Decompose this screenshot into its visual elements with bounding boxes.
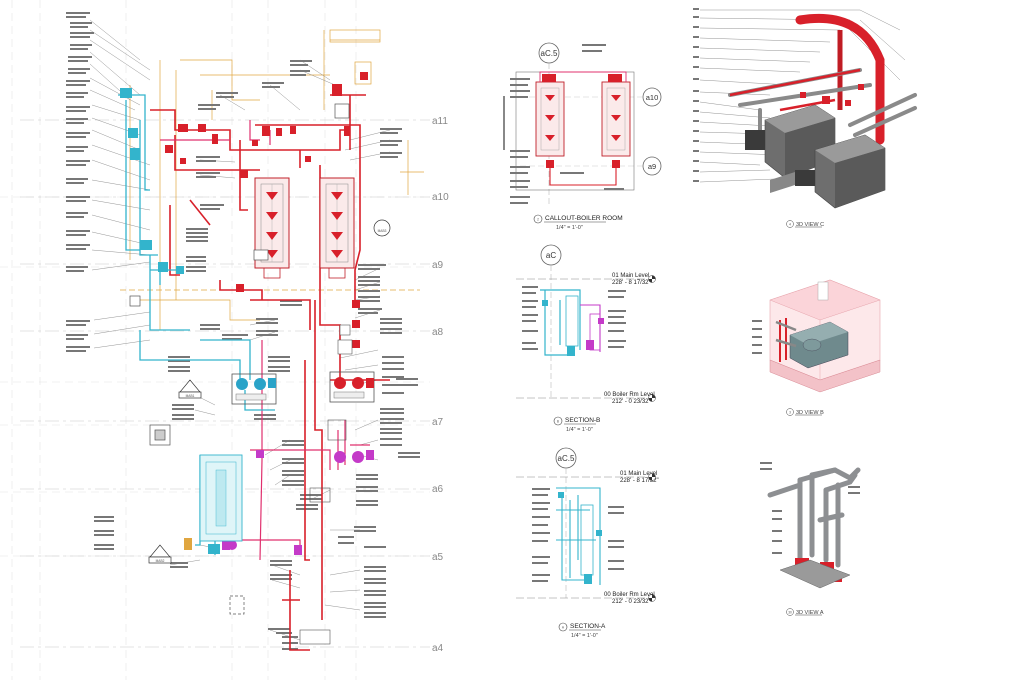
main-piping-plan: MAB1 MAB2 MAB3: [66, 12, 424, 651]
view-b-number: 3: [789, 411, 791, 415]
grid-bubble-a8: a8: [432, 327, 444, 338]
grid-bubble-a7: a7: [432, 417, 444, 428]
section-b-title: SECTION-B: [565, 417, 600, 424]
boiler-2: [319, 177, 355, 279]
grid-bubble-a10: a10: [432, 192, 449, 203]
view-c-number: 4: [789, 223, 791, 227]
orange-dimension-lines: [120, 29, 424, 330]
3d-view-b: 3 3D VIEW B: [752, 279, 881, 416]
annotation-text-blocks: [66, 12, 420, 650]
boiler-1: [254, 177, 290, 279]
red-valves: [165, 72, 368, 348]
section-b: aC 01 Main Level 228' - 8 17/32" 00 Boil…: [516, 244, 656, 433]
view-b-title: 3D VIEW B: [796, 410, 824, 416]
grid-bubble-a11: a11: [432, 116, 448, 127]
section-b-bubble: aC: [546, 251, 556, 260]
section-b-level-bottom-elev: 212' - 0 23/32": [612, 399, 651, 405]
magenta-pump-assembly: [222, 419, 374, 645]
section-b-level-top-name: 01 Main Level: [612, 273, 649, 279]
gray-equipment: [129, 103, 350, 615]
section-a-level-bottom-elev: 212' - 0 23/32": [612, 599, 651, 605]
callout-bubble-a9: a9: [648, 162, 656, 171]
grid-bubble-a4: a4: [432, 643, 444, 654]
view-c-title: 3D VIEW C: [796, 222, 824, 228]
view-a-number: 30: [788, 611, 792, 615]
section-b-scale: 1/4" = 1'-0": [566, 427, 593, 433]
section-a: aC.5 01 Main Level 228' - 8 17/32" 00 Bo…: [516, 447, 659, 639]
section-a-level-top-name: 01 Main Level: [620, 471, 657, 477]
tag-mab2: MAB2: [156, 559, 165, 563]
section-b-number: B: [557, 420, 559, 424]
grid-bubble-a5: a5: [432, 552, 444, 563]
red-pump-assembly: [329, 324, 375, 403]
section-a-level-top-elev: 228' - 8 17/32": [620, 478, 659, 484]
section-a-scale: 1/4" = 1'-0": [571, 633, 598, 639]
section-a-level-bottom-name: 00 Boiler Rm Level: [604, 592, 655, 598]
3d-view-a: 30 3D VIEW A: [760, 462, 861, 616]
level-marker-icon: [648, 275, 656, 402]
section-b-level-top-elev: 228' - 8 17/32": [612, 280, 651, 286]
grid-bubbles: a11 a10 a9 a8 a7 a6 a5 a4: [432, 116, 449, 654]
cyan-equipment: [120, 88, 277, 554]
grid-bubble-a9: a9: [432, 260, 444, 271]
tag-mab3: MAB3: [378, 229, 387, 233]
section-b-level-bottom-name: 00 Boiler Rm Level: [604, 392, 655, 398]
callout-view-number: 2: [537, 218, 539, 222]
callout-title: CALLOUT-BOILER ROOM: [545, 215, 623, 222]
cyan-piping: [118, 94, 275, 555]
section-a-title: SECTION-A: [570, 623, 606, 630]
section-a-number: A: [562, 626, 565, 630]
grid-bubble-a6: a6: [432, 484, 444, 495]
grid-lines: [20, 119, 430, 648]
3d-view-c: 4 3D VIEW C: [693, 8, 917, 228]
callout-bubble-top: aC.5: [541, 49, 558, 58]
callout-bubble-a10: a10: [646, 93, 659, 102]
mab-tags: MAB1 MAB2 MAB3: [148, 219, 391, 564]
view-a-title: 3D VIEW A: [796, 610, 824, 616]
callout-scale: 1/4" = 1'-0": [556, 225, 583, 231]
callout-boiler-room: aC.5 a10 a9: [503, 42, 662, 231]
level-marker-icon: [648, 473, 656, 602]
section-a-bubble: aC.5: [558, 454, 575, 463]
tag-mab1: MAB1: [186, 394, 195, 398]
